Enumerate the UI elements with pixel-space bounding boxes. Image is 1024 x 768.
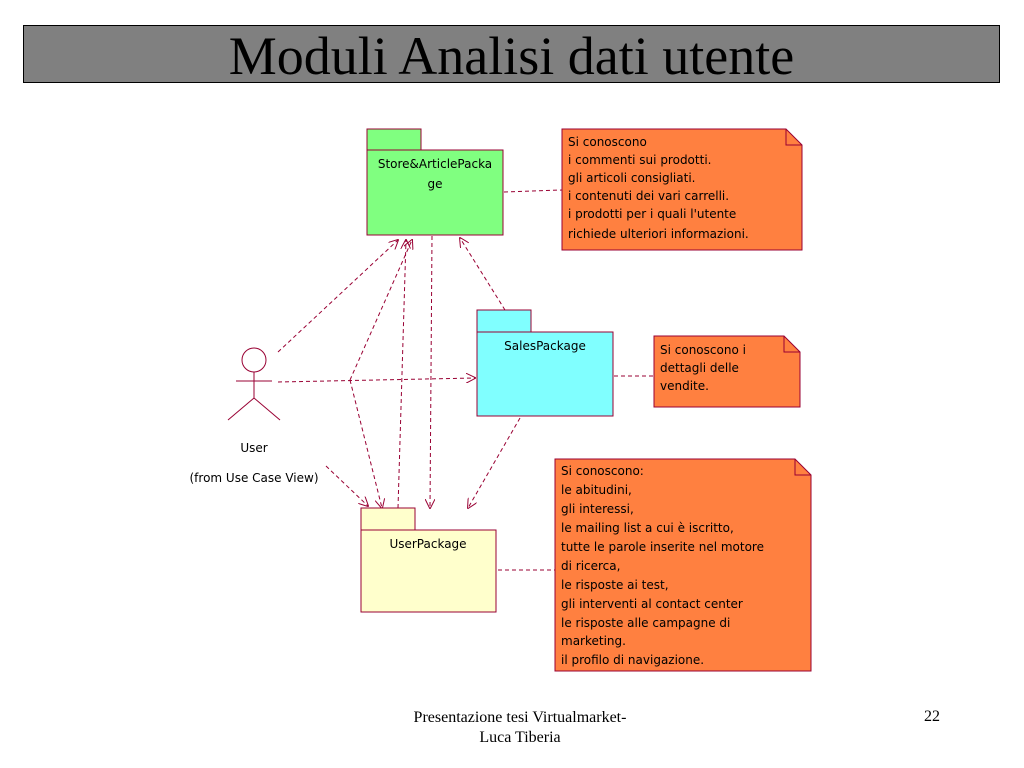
- store-package-tab: [366, 128, 422, 151]
- note-user-line: tutte le parole inserite nel motore: [561, 540, 764, 554]
- slide-title: Moduli Analisi dati utente: [228, 26, 795, 86]
- sales-package-tab: [476, 309, 532, 333]
- actor-leg-right: [253, 397, 281, 421]
- dep-sales-store: [460, 238, 506, 311]
- actor-origin: (from Use Case View): [190, 471, 319, 485]
- dep-store-userpkg-2: [349, 379, 382, 508]
- note-sales-shape: [653, 335, 801, 408]
- note-user-line: marketing.: [561, 634, 626, 648]
- user-package-body: [360, 529, 497, 613]
- note-user-fold: [794, 459, 811, 476]
- user-package-label: UserPackage: [389, 537, 466, 551]
- store-article-package: Store&ArticlePacka ge: [366, 128, 504, 236]
- note-user-shape: [554, 458, 812, 672]
- user-actor: [227, 347, 281, 421]
- note-user-line: il profilo di navigazione.: [561, 653, 704, 667]
- note-sales-fold: [783, 336, 800, 353]
- footer-caption: Presentazione tesi Virtualmarket- Luca T…: [340, 708, 700, 748]
- note-sales-line: Si conoscono i: [660, 343, 746, 357]
- dep-user-store-1: [277, 240, 398, 353]
- user-package-tab: [360, 507, 416, 531]
- note-store-shape: [561, 128, 803, 251]
- note-store-line: Si conoscono: [568, 135, 647, 149]
- note-store-line: richiede ulteriori informazioni.: [568, 227, 749, 241]
- dep-to-store-3: [397, 240, 406, 509]
- store-package-body: [366, 149, 504, 236]
- store-package-label-1: Store&ArticlePacka: [378, 157, 492, 171]
- dependency-lines: [277, 189, 654, 571]
- dep-user-store-2: [349, 240, 412, 381]
- dep-user-userpkg: [325, 465, 368, 506]
- note-user-line: di ricerca,: [561, 559, 620, 573]
- title-bar: Moduli Analisi dati utente: [23, 25, 1000, 83]
- note-user-line: le mailing list a cui è iscritto,: [561, 521, 734, 535]
- sales-package: SalesPackage: [476, 309, 614, 417]
- user-package: UserPackage: [360, 507, 497, 613]
- sales-package-label: SalesPackage: [504, 339, 586, 353]
- note-user-line: le risposte alle campagne di: [561, 616, 730, 630]
- note-link-store: [503, 189, 563, 193]
- note-user: Si conoscono: le abitudini, gli interess…: [554, 458, 812, 672]
- note-store-line: i commenti sui prodotti.: [568, 153, 711, 167]
- footer-line-2: Luca Tiberia: [479, 729, 561, 746]
- actor-head: [241, 347, 267, 373]
- dep-store-userpkg-1: [430, 235, 432, 508]
- note-store-fold: [785, 129, 802, 146]
- note-sales-line: dettagli delle: [660, 361, 739, 375]
- dep-sales-userpkg: [468, 417, 521, 508]
- note-user-line: gli interessi,: [561, 502, 634, 516]
- note-store-line: i contenuti dei vari carrelli.: [568, 189, 729, 203]
- note-user-line: gli interventi al contact center: [561, 597, 743, 611]
- note-store-line: gli articoli consigliati.: [568, 171, 695, 185]
- page-number: 22: [924, 708, 940, 725]
- actor-name: User: [240, 441, 267, 455]
- note-user-line: le risposte ai test,: [561, 578, 669, 592]
- note-user-line: le abitudini,: [561, 483, 632, 497]
- note-sales: Si conoscono i dettagli delle vendite.: [653, 335, 801, 408]
- note-store: Si conoscono i commenti sui prodotti. gl…: [561, 128, 803, 251]
- footer-line-1: Presentazione tesi Virtualmarket-: [413, 709, 627, 726]
- sales-package-body: [476, 331, 614, 417]
- store-package-label-2: ge: [428, 177, 443, 191]
- note-user-line: Si conoscono:: [561, 464, 644, 478]
- actor-leg-left: [227, 397, 255, 421]
- note-sales-line: vendite.: [660, 379, 709, 393]
- dep-user-sales: [277, 378, 475, 382]
- note-store-line: i prodotti per i quali l'utente: [568, 207, 736, 221]
